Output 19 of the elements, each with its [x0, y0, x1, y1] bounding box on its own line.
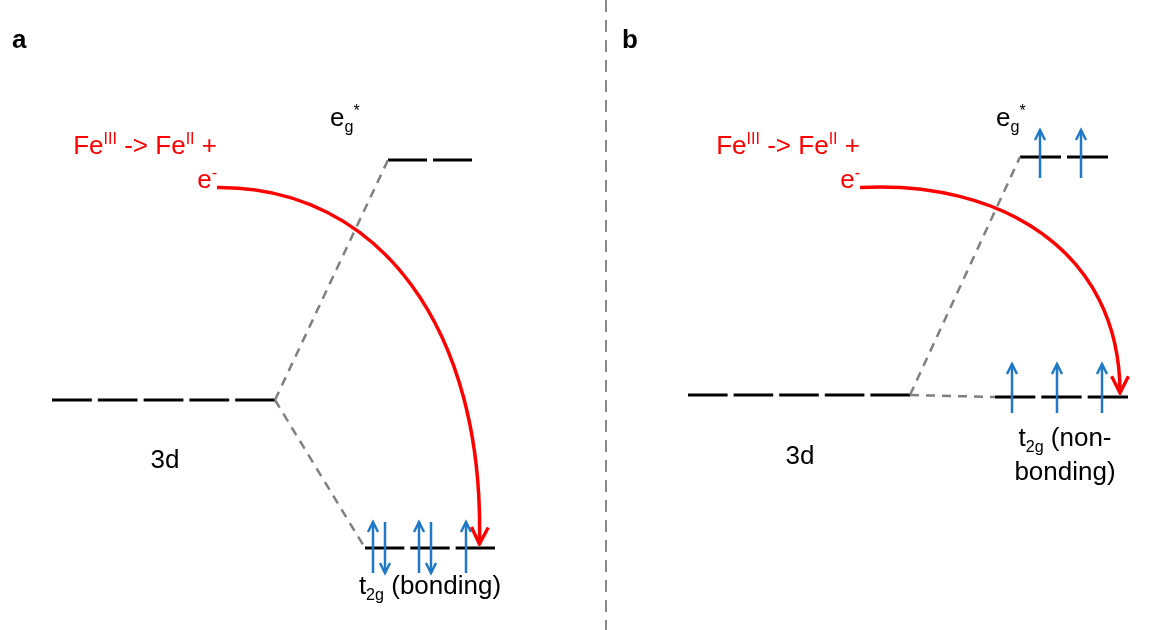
level-label: 3d — [784, 439, 816, 472]
panel-label: b — [622, 23, 638, 56]
energy-level-line — [52, 396, 275, 404]
level-label: t$_{2g}$ (non-bonding) — [1013, 421, 1117, 488]
level-label: t$_{2g}$ (bonding) — [357, 569, 503, 602]
dashed-connector — [908, 156, 1022, 396]
reaction-text: Fe$^{III}$ -> Fe$^{II}$ + e$^{-}$ — [55, 128, 217, 196]
curved-arrow — [860, 185, 1129, 395]
level-label: 3d — [149, 443, 181, 476]
panel-label: a — [12, 23, 27, 56]
energy-level-line — [688, 391, 910, 399]
energy-level-line — [995, 393, 1128, 401]
energy-level-line — [365, 544, 495, 552]
dashed-connector — [909, 393, 996, 399]
curved-arrow — [216, 185, 490, 546]
energy-level-line — [1020, 153, 1108, 161]
energy-level-line — [388, 156, 472, 164]
reaction-text: Fe$^{III}$ -> Fe$^{II}$ + e$^{-}$ — [698, 128, 860, 196]
dashed-connector — [273, 159, 390, 401]
